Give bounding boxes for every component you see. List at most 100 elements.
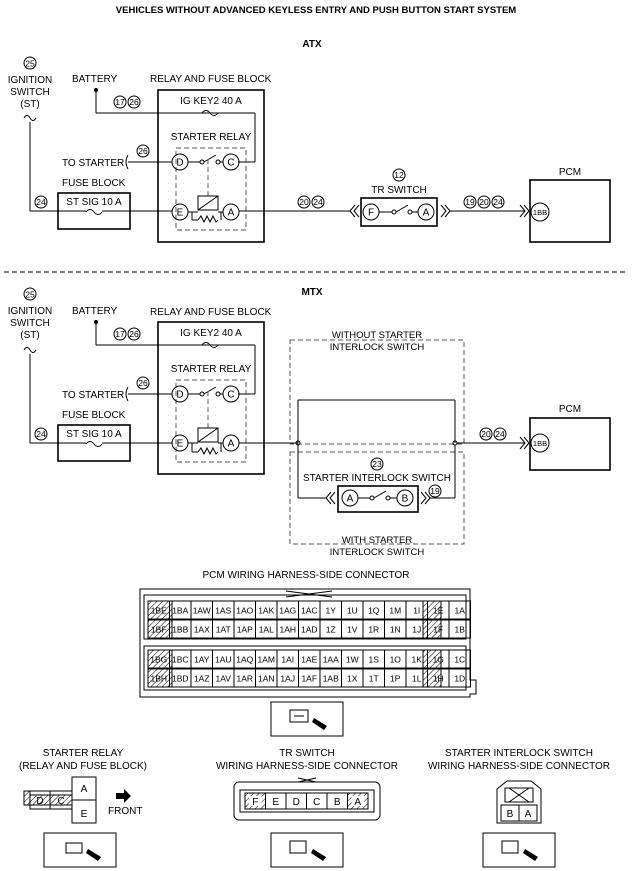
pcm-pin-label: 1AL [259, 625, 274, 635]
atx-relay-pin-d: D [176, 158, 183, 169]
atx-conn-26b: 26 [138, 146, 148, 156]
mtx-ignition-label-1: IGNITION [8, 306, 52, 317]
pcm-pin-label: 1BF [151, 625, 167, 635]
pcm-pin-label: 1J [412, 625, 421, 635]
pcm-connector-title: PCM WIRING HARNESS-SIDE CONNECTOR [202, 570, 409, 581]
atx-to-starter-label: TO STARTER [62, 158, 124, 169]
mtx-pcm-label: PCM [559, 404, 581, 415]
tr-pin-label: A [354, 797, 361, 808]
atx-conn-19: 19 [465, 197, 475, 207]
pcm-pin-label: 1BB [172, 625, 188, 635]
tr-pin-label: E [272, 797, 279, 808]
atx-relay-pin-c: C [227, 158, 234, 169]
pcm-pin-label: 1H [433, 674, 444, 684]
mtx-pcm-pin-1bb: 1BB [533, 439, 547, 448]
mtx-to-starter-label: TO STARTER [62, 390, 124, 401]
atx-section: ATX 25 IGNITION SWITCH (ST) 24 BATTERY 1… [8, 39, 611, 243]
mtx-section: MTX 25 IGNITION SWITCH (ST) 24 BATTERY 1… [8, 287, 611, 558]
pcm-pin-label: 1R [368, 625, 379, 635]
sis-connector: STARTER INTERLOCK SWITCH WIRING HARNESS-… [428, 748, 610, 868]
pcm-pin-label: 1BC [172, 655, 189, 665]
pcm-pin-label: 1E [433, 606, 444, 616]
atx-relay-pin-e: E [177, 208, 184, 219]
mtx-st-sig-label: ST SIG 10 A [66, 429, 122, 440]
atx-conn-24: 24 [36, 197, 46, 207]
pcm-pin-label: 1AP [237, 625, 253, 635]
pcm-pin-label: 1BE [151, 606, 167, 616]
atx-pcm-pin-1bb: 1BB [533, 208, 547, 217]
pcm-hand-icon-box [270, 701, 344, 737]
pcm-pin-label: 1AX [194, 625, 210, 635]
atx-ignition-label-2: SWITCH [10, 87, 49, 98]
mtx-conn-17: 17 [115, 329, 125, 339]
pcm-pin-label: 1AD [301, 625, 318, 635]
mtx-without-label-1: WITHOUT STARTER [332, 330, 422, 341]
pcm-pin-cell [448, 600, 471, 620]
atx-conn-26a: 26 [129, 97, 139, 107]
atx-conn-17: 17 [115, 97, 125, 107]
sis-conn-title-2: WIRING HARNESS-SIDE CONNECTOR [428, 761, 610, 772]
pcm-pin-label: 1BA [172, 606, 188, 616]
atx-ig-fuse-label: IG KEY2 40 A [180, 96, 242, 107]
atx-relay-pin-a: A [228, 208, 235, 219]
atx-ignition-num: 25 [25, 59, 35, 69]
mtx-ignition-label-3: (ST) [20, 330, 39, 341]
pcm-pin-label: 1BH [150, 674, 167, 684]
atx-ignition-label-1: IGNITION [8, 75, 52, 86]
pcm-pin-label: 1Y [326, 606, 337, 616]
pcm-pin-label: 1N [390, 625, 401, 635]
pcm-pin-label: 1AH [279, 625, 296, 635]
mtx-ignition-num: 25 [25, 290, 35, 300]
pcm-pin-label: 1AM [258, 655, 275, 665]
sr-pin-a: A [81, 784, 88, 795]
tr-pin-label-bg [249, 796, 262, 806]
pcm-pin-label: 1O [390, 655, 402, 665]
pcm-pin-label: 1F [433, 625, 443, 635]
atx-conn-20: 20 [299, 197, 309, 207]
mtx-conn-24: 24 [36, 429, 46, 439]
pcm-pin-label: 1AB [323, 674, 339, 684]
mtx-conn-20: 20 [481, 429, 491, 439]
pcm-pin-label: 1AI [281, 655, 294, 665]
atx-tr-pin-f: F [368, 208, 374, 219]
atx-conn-24c: 24 [493, 197, 503, 207]
mtx-relay-pin-d: D [176, 390, 183, 401]
atx-tr-pin-a: A [423, 208, 430, 219]
atx-label: ATX [302, 39, 322, 50]
atx-ignition-label-3: (ST) [20, 99, 39, 110]
atx-st-sig-label: ST SIG 10 A [66, 197, 122, 208]
sr-pin-c: C [57, 796, 64, 807]
atx-tr-num: 12 [394, 170, 404, 180]
pcm-pin-label: 1S [369, 655, 380, 665]
pcm-pin-label: 1A [455, 606, 466, 616]
mtx-conn-26a: 26 [129, 329, 139, 339]
mtx-rfb-label: RELAY AND FUSE BLOCK [150, 307, 272, 318]
pcm-pin-label: 1BG [150, 655, 167, 665]
mtx-relay-pin-e: E [177, 439, 184, 450]
pcm-pin-label: 1BD [172, 674, 189, 684]
sr-pin-e: E [81, 809, 88, 820]
pcm-pin-label: 1M [389, 606, 401, 616]
pcm-pin-label: 1AW [193, 606, 211, 616]
mtx-sis-label: STARTER INTERLOCK SWITCH [303, 473, 451, 484]
mtx-with-label-1: WITH STARTER [342, 535, 413, 546]
tr-conn-title-1: TR SWITCH [279, 748, 335, 759]
starter-relay-title-2: (RELAY AND FUSE BLOCK) [19, 761, 147, 772]
atx-starter-relay-label: STARTER RELAY [171, 132, 252, 143]
sis-pin-label: B [507, 809, 514, 820]
pcm-pin-label: 1AC [301, 606, 318, 616]
tr-pin-label-bg [351, 796, 364, 806]
pcm-pin-label: 1D [454, 674, 465, 684]
tr-conn-title-2: WIRING HARNESS-SIDE CONNECTOR [216, 761, 398, 772]
atx-conn-24b: 24 [313, 197, 323, 207]
pcm-pin-label: 1AF [301, 674, 317, 684]
atx-battery-label: BATTERY [72, 74, 118, 85]
pcm-pin-label: 1AY [194, 655, 210, 665]
pcm-pin-label: 1Z [326, 625, 336, 635]
pcm-pin-label: 1T [369, 674, 379, 684]
probe-hand-icon [289, 709, 327, 730]
mtx-starter-relay-label: STARTER RELAY [171, 364, 252, 375]
pcm-pin-label: 1AT [216, 625, 231, 635]
